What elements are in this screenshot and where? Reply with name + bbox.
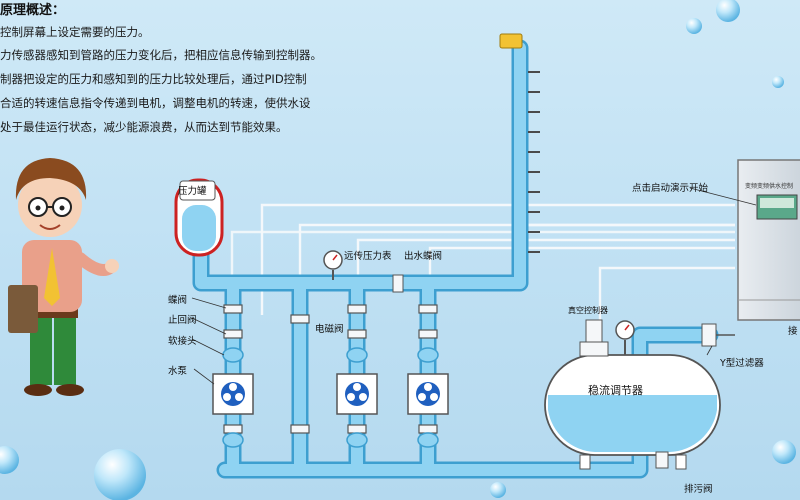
label-inlet: 接 bbox=[788, 326, 798, 337]
remote-pressure-gauge bbox=[323, 250, 343, 280]
label-y-filter: Y型过滤器 bbox=[720, 358, 764, 369]
flex-joints bbox=[222, 347, 439, 448]
water-pump bbox=[336, 373, 378, 415]
label-vacuum-controller: 真空控制器 bbox=[568, 306, 608, 315]
description-line: 制器把设定的压力和感知到的压力比较处理后，通过PID控制 bbox=[0, 72, 307, 86]
description-line: 处于最佳运行状态，减少能源浪费，从而达到节能效果。 bbox=[0, 120, 288, 134]
label-water-pump: 水泵 bbox=[168, 366, 188, 377]
description-line: 合适的转速信息指令传递到电机，调整电机的转速，使供水设 bbox=[0, 96, 311, 110]
riser-outlet bbox=[499, 33, 523, 49]
branch-valves bbox=[223, 304, 438, 434]
heading: 原理概述： bbox=[0, 3, 66, 18]
flow-stabilizer-tank bbox=[544, 319, 721, 470]
label-outlet-valve: 出水蝶阀 bbox=[404, 251, 443, 262]
riser-taps bbox=[528, 71, 540, 253]
label-drain-valve: 排污阀 bbox=[684, 484, 713, 495]
cartoon-teacher bbox=[8, 158, 119, 396]
description-line: 力传感器感知到管路的压力变化后，把相应信息传输到控制器。 bbox=[0, 48, 322, 62]
water-pump bbox=[407, 373, 449, 415]
label-remote-gauge: 远传压力表 bbox=[344, 251, 392, 262]
y-filter bbox=[701, 323, 735, 347]
label-leaders bbox=[191, 187, 757, 385]
label-pressure-tank: 压力罐 bbox=[178, 186, 207, 197]
control-cabinet bbox=[737, 159, 800, 321]
label-butterfly-valve: 蝶阀 bbox=[168, 295, 188, 306]
description-line: 控制屏幕上设定需要的压力。 bbox=[0, 25, 150, 39]
label-solenoid-valve: 电磁阀 bbox=[315, 324, 344, 335]
demo-start-link[interactable]: 点击启动演示开始 bbox=[632, 183, 709, 194]
drain-valve bbox=[655, 451, 669, 469]
pressure-tank bbox=[174, 178, 224, 257]
tank-pressure-gauge bbox=[615, 320, 635, 358]
label-stabilizer: 稳流调节器 bbox=[588, 384, 643, 397]
cabinet-title: 变频变频供水控制 bbox=[745, 183, 794, 190]
label-flex-joint: 软接头 bbox=[168, 336, 197, 347]
outlet-butterfly-valve bbox=[392, 274, 404, 293]
label-check-valve: 止回阀 bbox=[168, 315, 197, 326]
water-pump bbox=[212, 373, 254, 415]
